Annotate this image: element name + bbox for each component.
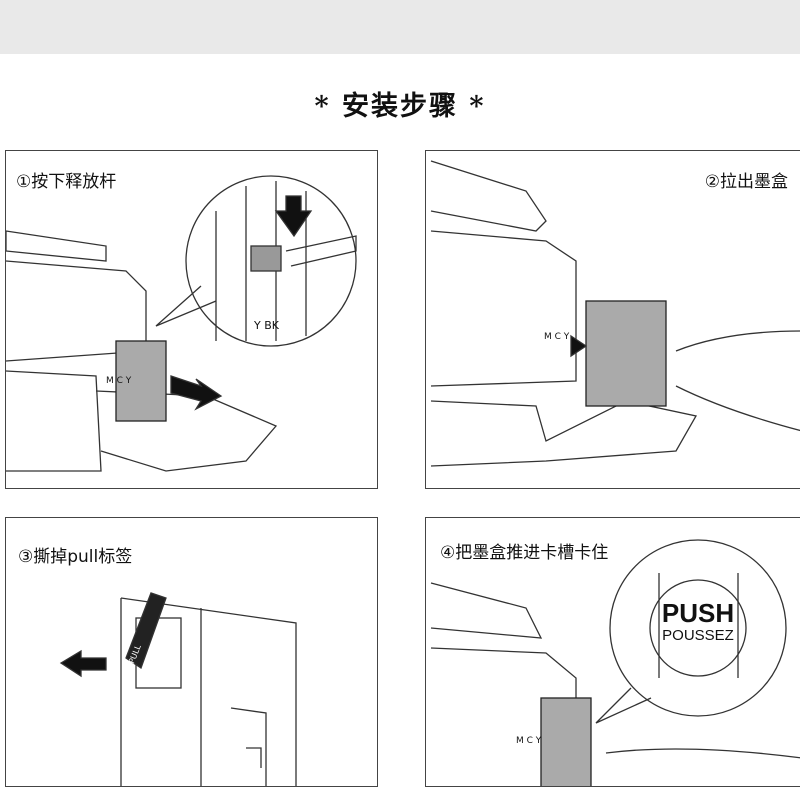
step-3-panel: ③撕掉pull标签 PULL: [5, 517, 378, 787]
slot-labels: M C Y: [106, 376, 132, 386]
step-2-label: ②拉出墨盒: [704, 167, 788, 192]
step-1-label: ①按下释放杆: [16, 167, 117, 192]
pull-cartridge-illustration: M C Y: [430, 160, 800, 467]
step-1-panel: ①按下释放杆 M C Y Y BK: [5, 150, 378, 489]
release-lever-illustration: M C Y Y BK: [6, 175, 357, 472]
svg-text:M C Y: M C Y: [516, 736, 542, 746]
push-text: PUSH: [661, 598, 735, 628]
step-4-label: ④把墨盒推进卡槽卡住: [440, 538, 609, 563]
push-cartridge-illustration: M C Y: [430, 539, 800, 786]
top-banner: [0, 0, 800, 54]
step-2-panel: ②拉出墨盒 M C Y: [425, 150, 800, 489]
svg-text:M C Y: M C Y: [544, 332, 570, 342]
page-title: * 安装步骤 *: [314, 91, 486, 122]
remove-pull-tab-illustration: PULL: [59, 592, 297, 786]
poussez-text: POUSSEZ: [662, 627, 734, 644]
step-4-panel: ④把墨盒推进卡槽卡住 M C Y PUSH POUSSEZ: [425, 517, 800, 787]
step-3-label: ③撕掉pull标签: [18, 542, 133, 567]
svg-text:Y BK: Y BK: [253, 319, 280, 332]
push-label: PUSH POUSSEZ: [658, 600, 738, 643]
